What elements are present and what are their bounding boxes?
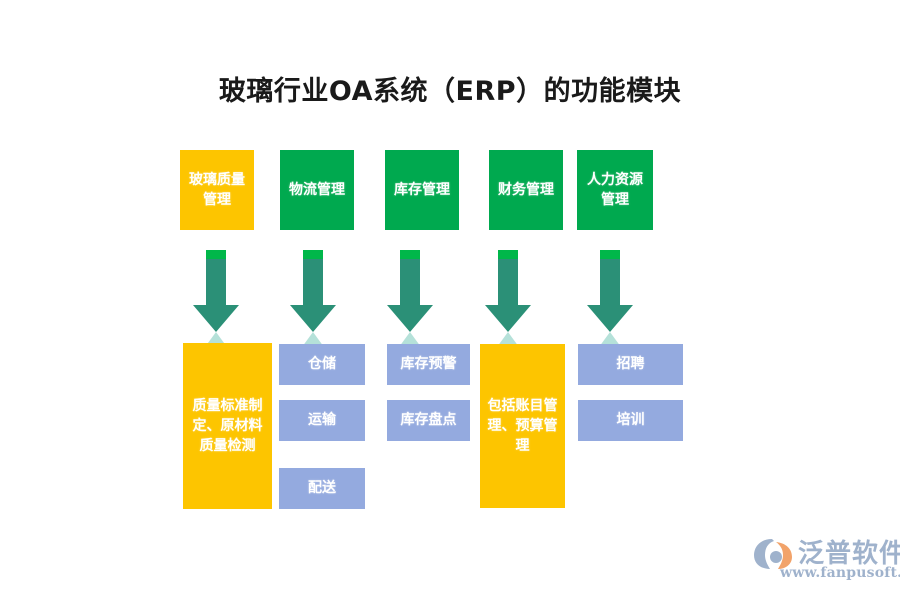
detail-box-delivery[interactable]: 配送 xyxy=(279,468,365,509)
detail-box-warehousing[interactable]: 仓储 xyxy=(279,344,365,385)
detail-box-quality-standards[interactable]: 质量标准制定、原材料质量检测 xyxy=(183,343,272,509)
page-title: 玻璃行业OA系统（ERP）的功能模块 xyxy=(218,76,682,107)
arrow-head-icon xyxy=(193,305,239,332)
arrow-cap-icon xyxy=(498,250,518,259)
arrow-head-icon xyxy=(587,305,633,332)
module-box-hr[interactable]: 人力资源管理 xyxy=(577,150,653,230)
arrow-head-icon xyxy=(485,305,531,332)
watermark: 泛普软件 www.fanpusoft.com xyxy=(752,533,900,589)
arrow-cap-icon xyxy=(600,250,620,259)
arrow-cap-icon xyxy=(400,250,420,259)
fanpu-logo-icon xyxy=(754,539,792,569)
arrow-shaft-icon xyxy=(303,259,323,306)
arrow-head-icon xyxy=(387,305,433,332)
watermark-url: www.fanpusoft.com xyxy=(780,565,900,581)
arrow-shaft-icon xyxy=(400,259,420,306)
arrow-cap-icon xyxy=(303,250,323,259)
flow-arrow-hr xyxy=(587,250,633,358)
arrow-head-icon xyxy=(290,305,336,332)
watermark-brand: 泛普软件 xyxy=(798,539,900,569)
detail-box-finance-scope[interactable]: 包括账目管理、预算管理 xyxy=(480,344,565,508)
detail-box-recruitment[interactable]: 招聘 xyxy=(578,344,683,385)
module-box-finance[interactable]: 财务管理 xyxy=(489,150,563,230)
detail-box-stock-count[interactable]: 库存盘点 xyxy=(387,400,470,441)
detail-box-transport[interactable]: 运输 xyxy=(279,400,365,441)
flow-arrow-quality xyxy=(193,250,239,358)
flow-arrow-logistics xyxy=(290,250,336,358)
arrow-shaft-icon xyxy=(206,259,226,306)
flow-arrow-inventory xyxy=(387,250,433,358)
module-box-inventory[interactable]: 库存管理 xyxy=(385,150,459,230)
module-box-quality[interactable]: 玻璃质量管理 xyxy=(180,150,254,230)
arrow-cap-icon xyxy=(206,250,226,259)
detail-box-stock-alert[interactable]: 库存预警 xyxy=(387,344,470,385)
arrow-shaft-icon xyxy=(600,259,620,306)
flow-arrow-finance xyxy=(485,250,531,358)
arrow-shaft-icon xyxy=(498,259,518,306)
detail-box-training[interactable]: 培训 xyxy=(578,400,683,441)
module-box-logistics[interactable]: 物流管理 xyxy=(280,150,354,230)
